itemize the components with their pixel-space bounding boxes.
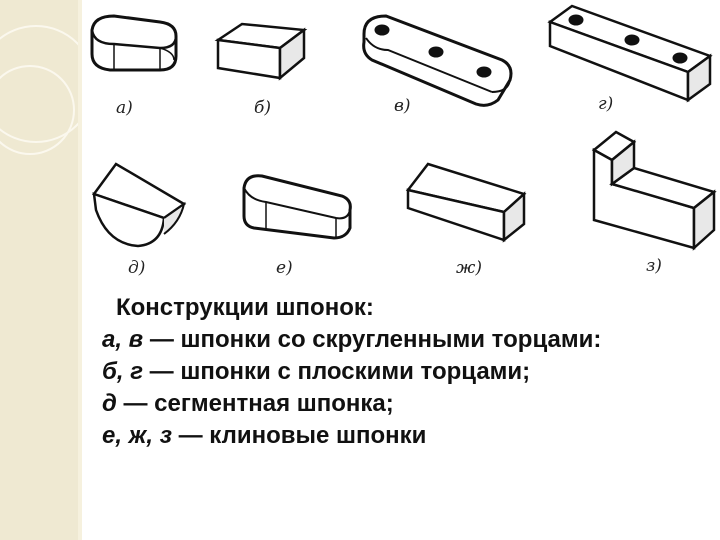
figure-label: д) (128, 258, 146, 278)
caption-text: — сегментная шпонка; (116, 390, 394, 417)
figure-z: з) (580, 128, 720, 280)
figure-a: а) (84, 8, 184, 123)
figure-g: г) (540, 0, 720, 123)
decorative-circles (0, 25, 78, 155)
rounded-key-icon (90, 14, 178, 72)
figure-label: ж) (456, 258, 482, 278)
rounded-key-with-holes-icon (362, 14, 513, 107)
figure-e: е) (240, 166, 360, 280)
figure-label: з) (646, 256, 662, 276)
segment-key-icon (91, 162, 187, 248)
caption-text: — шпонки с плоскими торцами; (143, 358, 531, 385)
caption-letters: б, г (102, 358, 144, 385)
decorative-side-panel (0, 0, 78, 540)
caption-text: — шпонки со скругленными торцами: (143, 326, 602, 353)
figure-label: б) (254, 98, 272, 118)
caption-text: — клиновые шпонки (171, 422, 427, 449)
figure-label: е) (276, 258, 293, 278)
caption-title: Конструкции шпонок: (116, 294, 374, 321)
figure-label: г) (598, 94, 614, 114)
caption-line: а, в — шпонки со скругленными торцами: (102, 324, 702, 356)
figure-zh: ж) (400, 160, 530, 280)
decorative-divider (78, 0, 82, 540)
caption: Конструкции шпонок: а, в — шпонки со скр… (102, 292, 702, 452)
wedge-key-icon (405, 162, 527, 243)
figure-d: д) (90, 160, 200, 280)
wedge-key-rounded-icon (242, 174, 352, 240)
figure-label: в) (394, 96, 411, 116)
figure-label: а) (116, 98, 133, 118)
caption-letters: е, ж, з (102, 422, 172, 449)
flat-key-icon (214, 22, 308, 81)
figure-b: б) (212, 8, 312, 123)
caption-line: б, г — шпонки с плоскими торцами; (102, 356, 702, 388)
caption-line: е, ж, з — клиновые шпонки (102, 420, 702, 452)
caption-line: д — сегментная шпонка; (102, 388, 702, 420)
gib-head-key-icon (591, 130, 717, 251)
caption-letters: д (102, 390, 117, 417)
figure-v: в) (360, 8, 520, 123)
caption-letters: а, в (102, 326, 144, 353)
flat-key-with-holes-icon (547, 4, 713, 103)
